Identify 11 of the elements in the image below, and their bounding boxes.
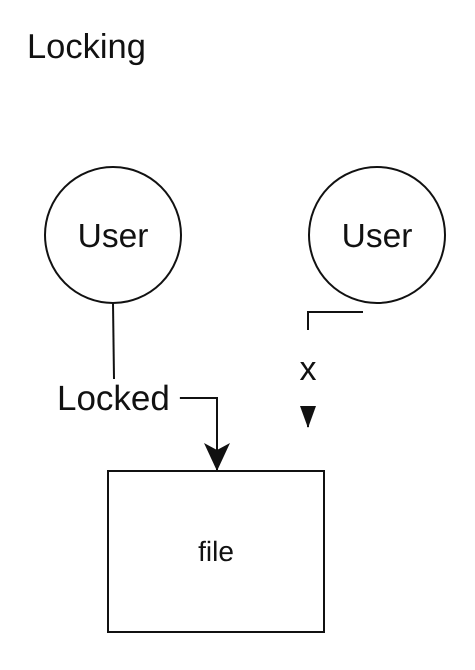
process-box bbox=[107, 470, 325, 633]
diagram-title: Locking bbox=[27, 27, 146, 67]
arrow bbox=[300, 311, 364, 428]
circle-node bbox=[45, 167, 181, 303]
node-label: file bbox=[198, 534, 234, 568]
node-label: User bbox=[342, 216, 412, 257]
node-label: User bbox=[78, 217, 148, 258]
circle-node bbox=[309, 167, 445, 303]
text-label: Locked bbox=[57, 379, 170, 419]
arrow bbox=[180, 397, 230, 471]
connector-line bbox=[112, 302, 115, 380]
